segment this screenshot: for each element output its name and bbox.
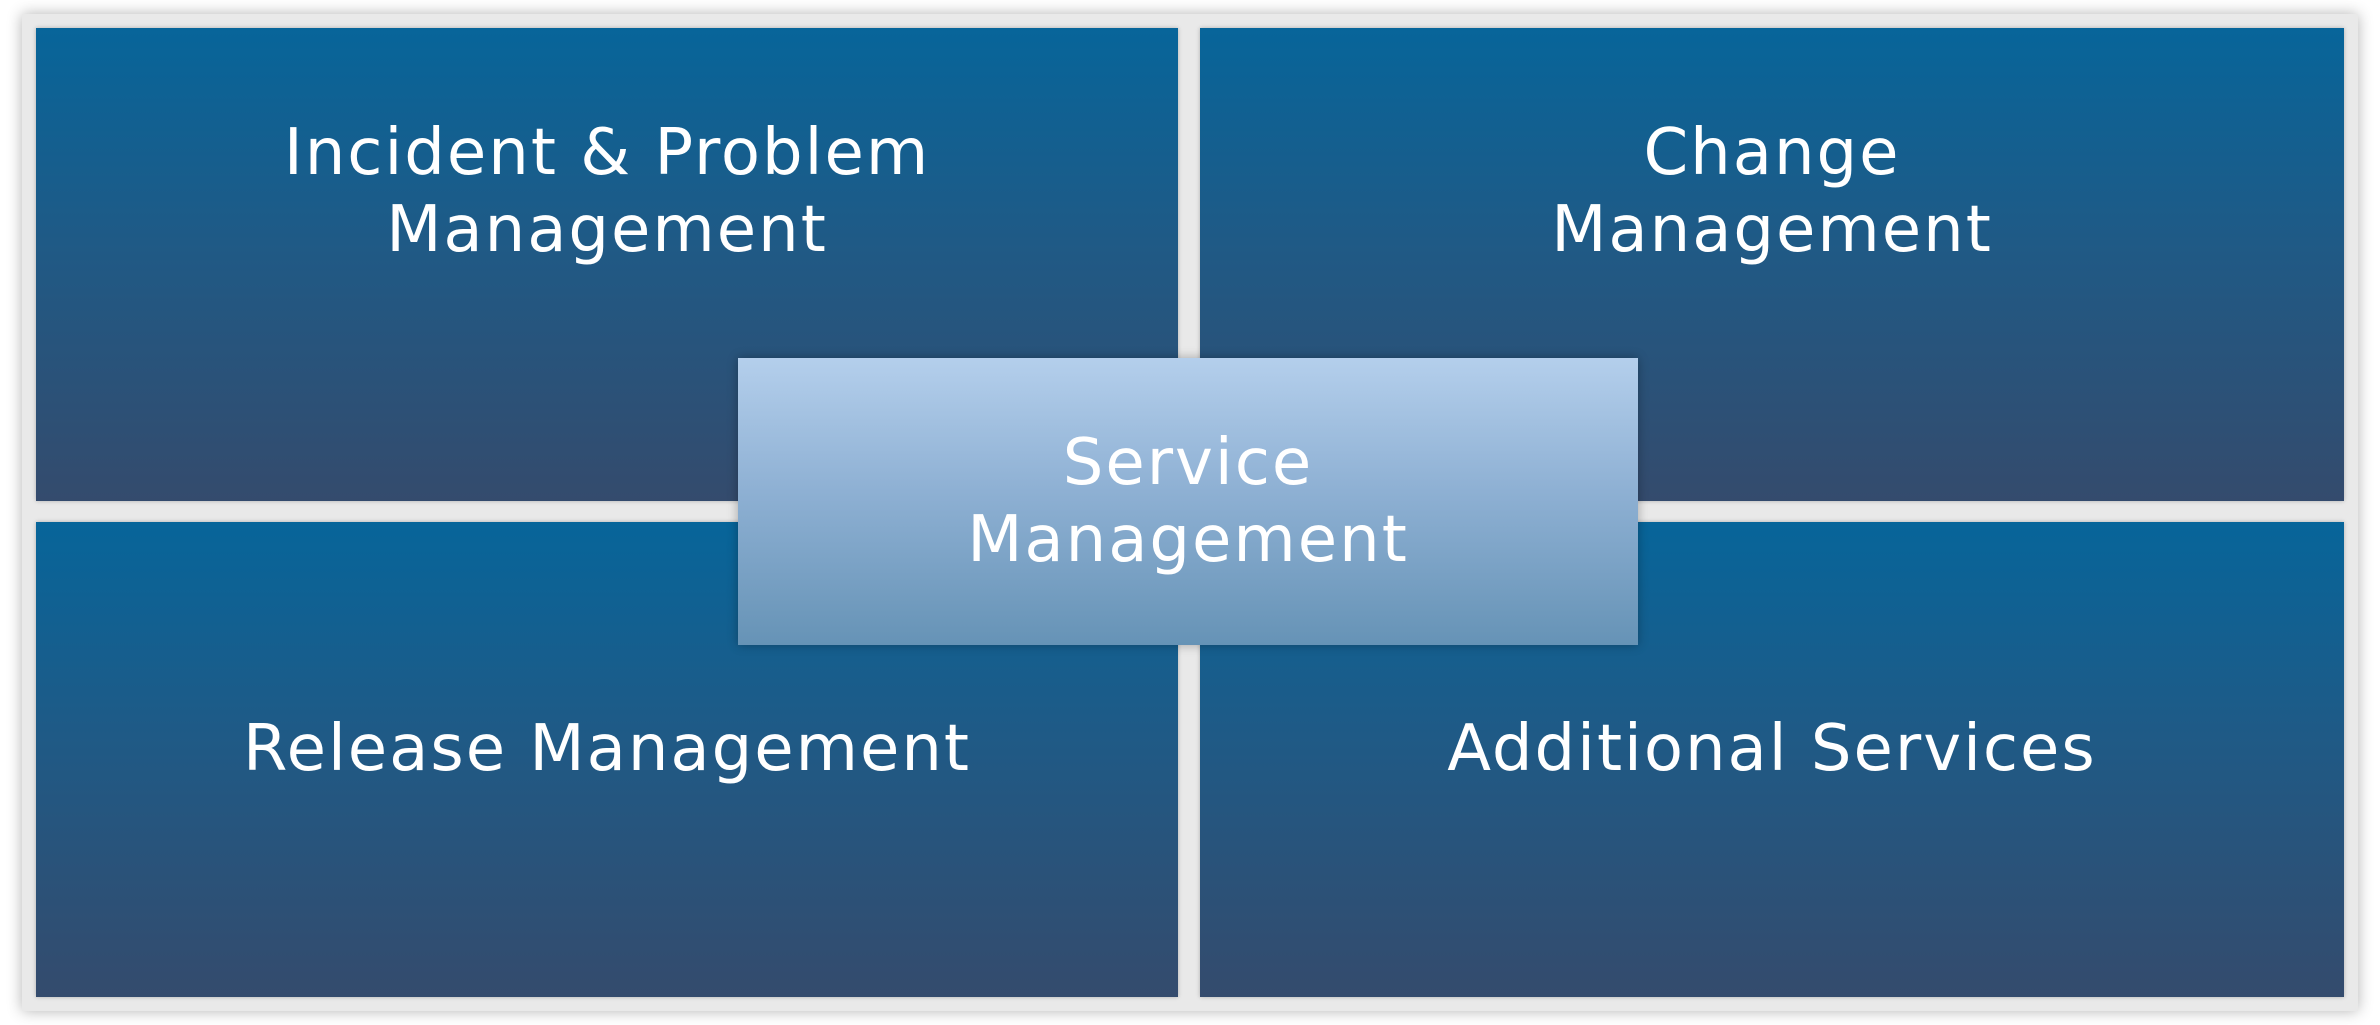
center-label: Service Management: [967, 425, 1409, 577]
quadrant-label: Additional Services: [1447, 712, 2097, 787]
quadrant-label: Incident & Problem Management: [283, 116, 931, 267]
quadrant-label: Change Management: [1551, 116, 1993, 267]
quadrant-label: Release Management: [243, 712, 971, 787]
center-box-service-management: Service Management: [738, 358, 1638, 645]
